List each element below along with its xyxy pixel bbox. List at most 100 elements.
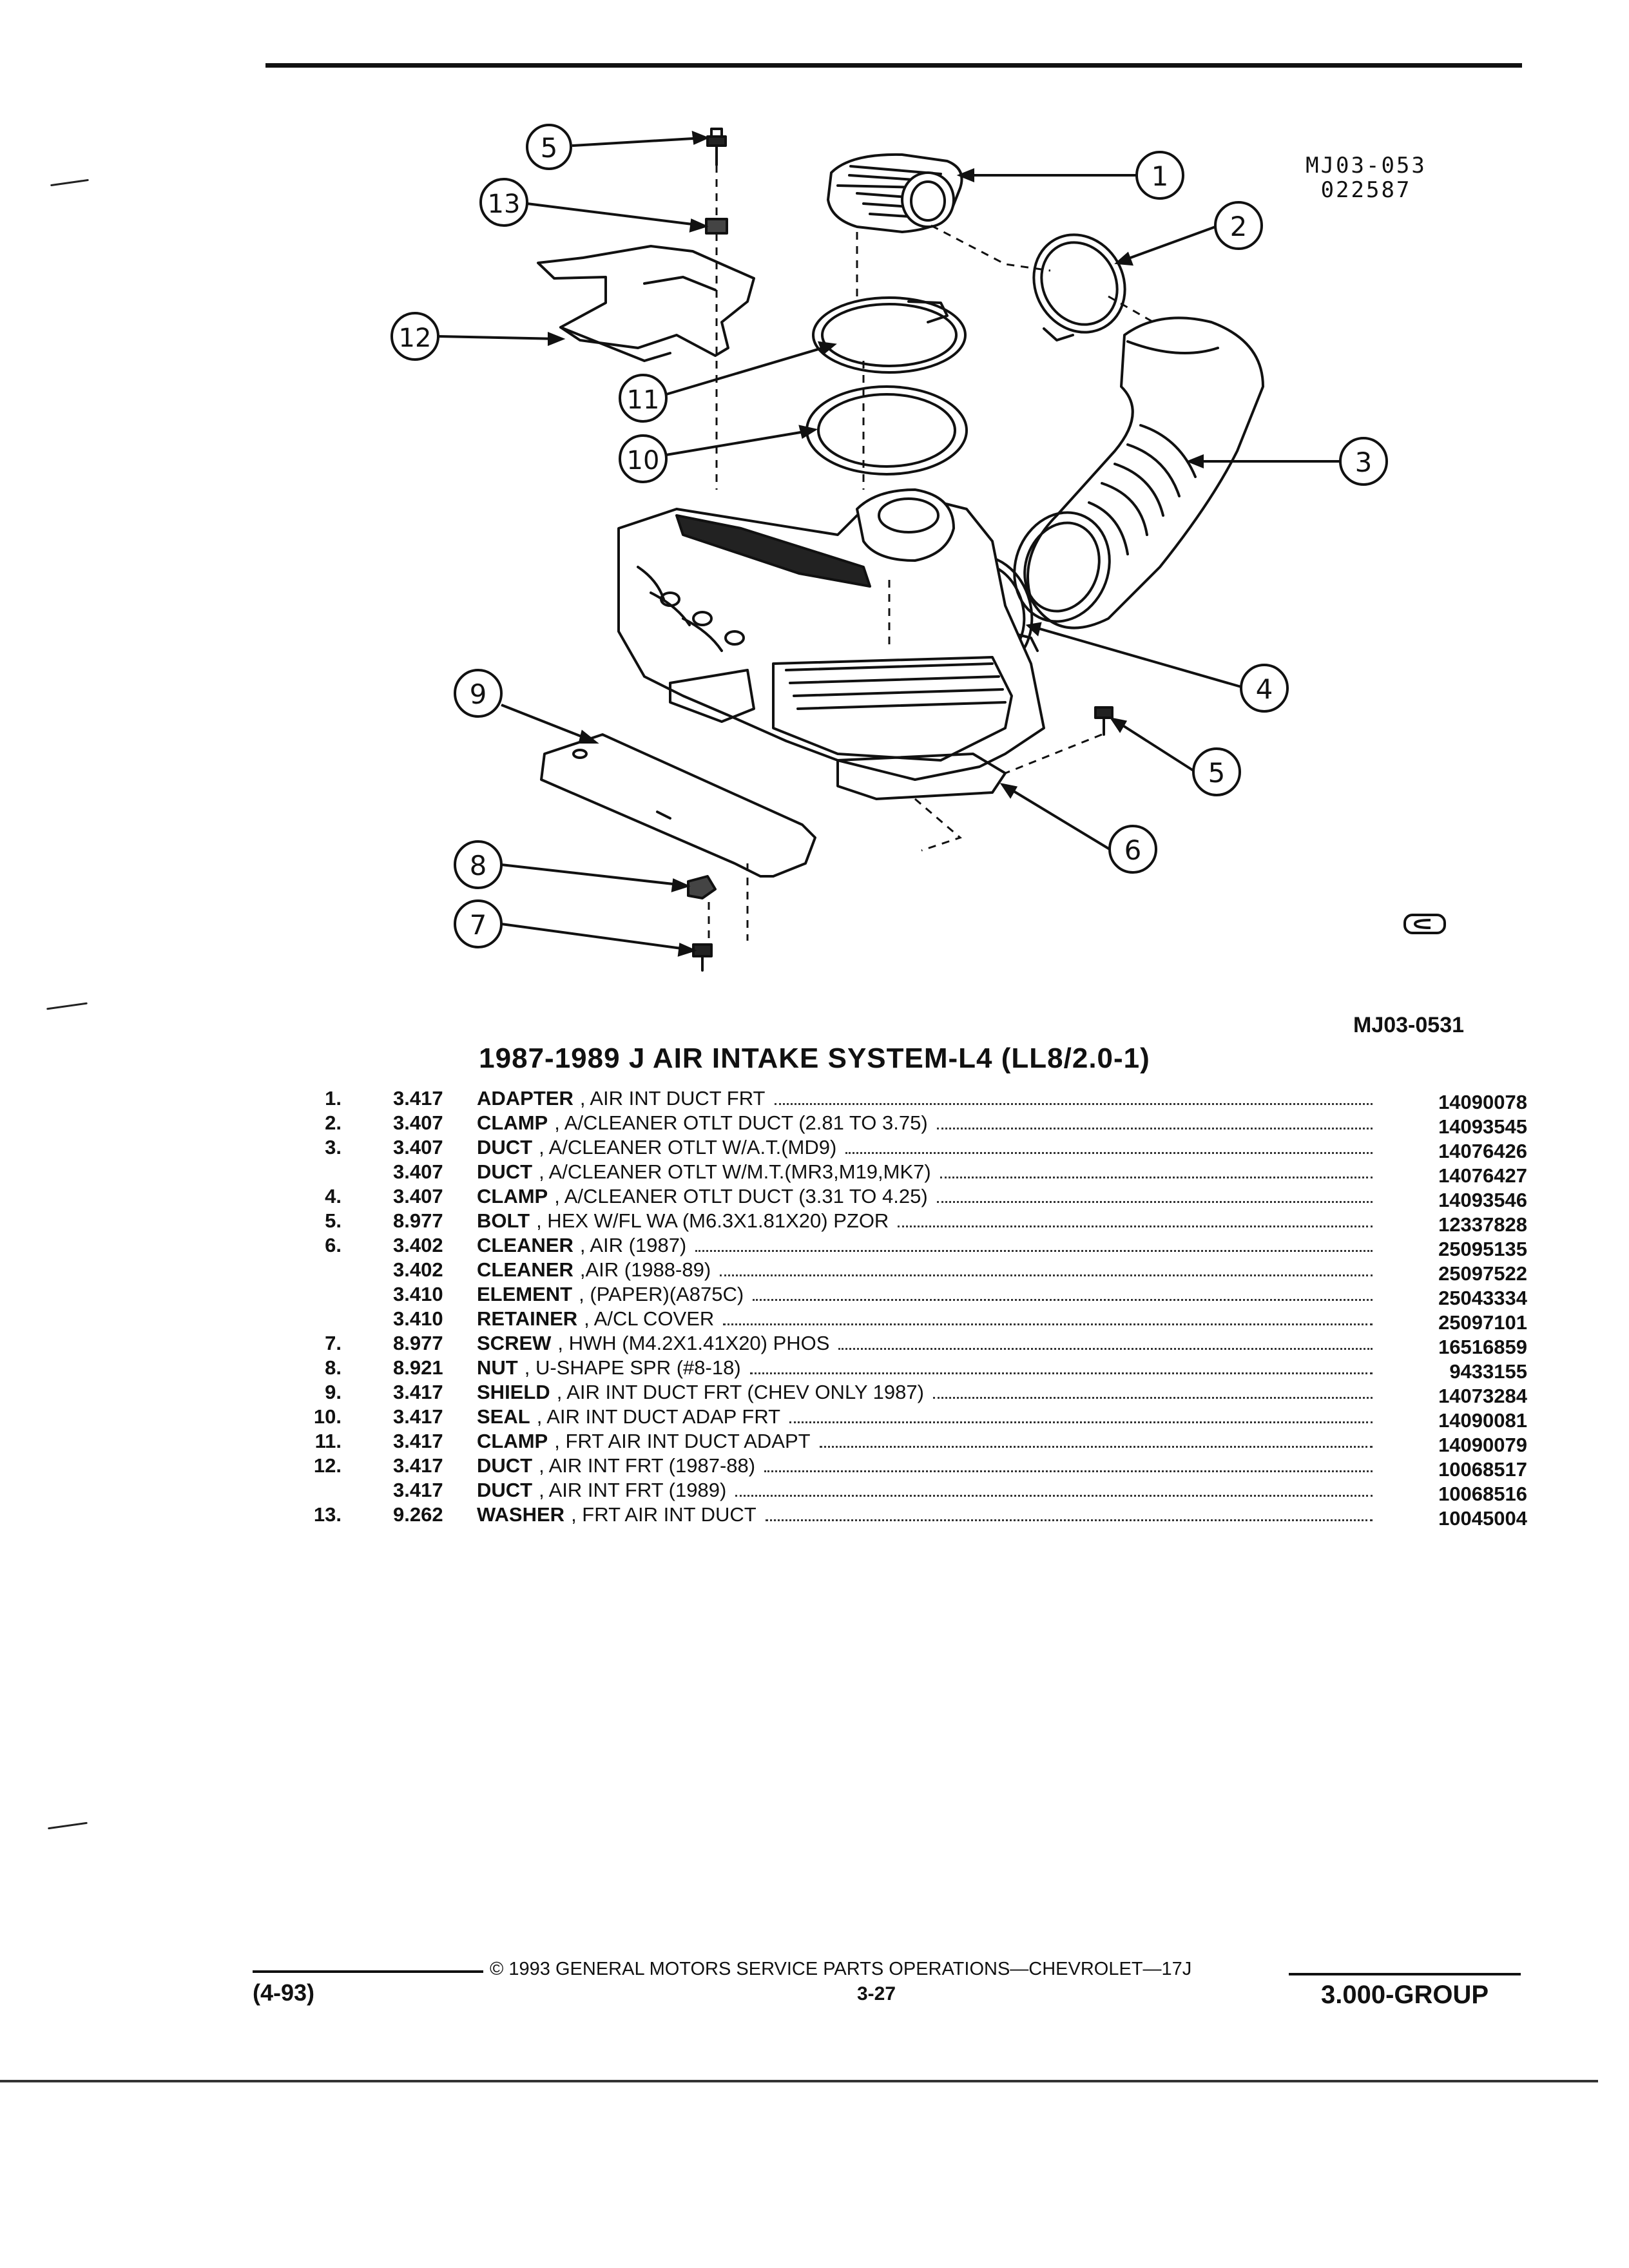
- part-detail: , (PAPER)(A875C): [579, 1283, 744, 1305]
- leader-dots: [749, 1356, 1373, 1374]
- part-number: 14076426: [1438, 1140, 1527, 1162]
- part-description: DUCT, AIR INT FRT (1989): [477, 1478, 1379, 1503]
- group-number: 3.410: [393, 1283, 443, 1305]
- part-number: 14073284: [1438, 1385, 1527, 1407]
- punch-mark-bottom: [48, 1821, 88, 1830]
- part-noun: CLEANER: [477, 1258, 574, 1281]
- callout-numbers: 5 13 12 11 10 1 2 3 4 5 6 9 8 7: [390, 124, 1388, 948]
- svg-text:5: 5: [541, 132, 558, 164]
- leader-dots: [838, 1331, 1373, 1350]
- part-noun: CLEANER: [477, 1234, 574, 1256]
- flex-duct-part: [1013, 316, 1264, 629]
- washer-part: [705, 218, 728, 235]
- group-number: 3.407: [393, 1136, 443, 1158]
- callout-4: 4: [1240, 664, 1289, 713]
- item-number: 11.: [314, 1430, 342, 1452]
- part-detail: , AIR INT DUCT FRT (CHEV ONLY 1987): [556, 1381, 924, 1403]
- svg-text:13: 13: [488, 189, 521, 219]
- part-noun: DUCT: [477, 1136, 533, 1158]
- group-number: 9.262: [393, 1503, 443, 1526]
- part-noun: CLAMP: [477, 1185, 548, 1207]
- item-number: 12.: [313, 1454, 342, 1477]
- svg-text:4: 4: [1256, 673, 1273, 705]
- part-detail: , A/CL COVER: [584, 1307, 715, 1330]
- clamp-ring-part-11: [812, 296, 967, 374]
- part-detail: , HWH (M4.2X1.41X20) PHOS: [557, 1332, 830, 1354]
- part-number: 14090081: [1438, 1409, 1527, 1432]
- callout-5-right: 5: [1192, 747, 1241, 796]
- item-number: 7.: [325, 1332, 342, 1354]
- part-description: BOLT, HEX W/FL WA (M6.3X1.81X20) PZOR: [477, 1209, 1379, 1233]
- seal-part: [805, 385, 968, 476]
- callout-3: 3: [1339, 437, 1388, 486]
- group-number: 8.977: [393, 1209, 443, 1232]
- part-noun: WASHER: [477, 1503, 565, 1526]
- part-detail: , A/CLEANER OTLT W/M.T.(MR3,M19,MK7): [539, 1160, 931, 1183]
- part-noun: DUCT: [477, 1479, 533, 1501]
- part-number: 25097522: [1438, 1262, 1527, 1285]
- part-description: SCREW, HWH (M4.2X1.41X20) PHOS: [477, 1331, 1379, 1356]
- group-label: 3.000-GROUP: [1321, 1981, 1489, 2009]
- part-description: NUT, U-SHAPE SPR (#8-18): [477, 1356, 1379, 1380]
- part-detail: , FRT AIR INT DUCT ADAPT: [554, 1430, 811, 1452]
- part-noun: CLAMP: [477, 1111, 548, 1134]
- leader-dots: [695, 1233, 1373, 1252]
- part-description: ELEMENT, (PAPER)(A875C): [477, 1282, 1379, 1307]
- part-description: DUCT, AIR INT FRT (1987-88): [477, 1454, 1379, 1478]
- part-description: ADAPTER, AIR INT DUCT FRT: [477, 1086, 1379, 1111]
- svg-text:6: 6: [1124, 834, 1142, 866]
- part-detail: , A/CLEANER OTLT DUCT (3.31 TO 4.25): [554, 1185, 928, 1207]
- part-noun: RETAINER: [477, 1307, 578, 1330]
- callout-10: 10: [619, 434, 668, 483]
- group-number: 8.921: [393, 1356, 443, 1379]
- svg-text:11: 11: [627, 385, 660, 415]
- screw-part: [692, 943, 713, 972]
- callout-1: 1: [1135, 151, 1184, 200]
- item-number: 6.: [325, 1234, 342, 1256]
- callout-5-top: 5: [526, 124, 572, 170]
- group-number: 3.417: [393, 1479, 443, 1501]
- part-number: 14090078: [1438, 1091, 1527, 1113]
- leader-dots: [723, 1307, 1373, 1325]
- group-number: 8.977: [393, 1332, 443, 1354]
- part-detail: , AIR INT DUCT ADAP FRT: [536, 1405, 781, 1428]
- reference-code-line-1: MJ03-053: [1306, 153, 1427, 178]
- figure-id: MJ03-0531: [1353, 1013, 1465, 1037]
- part-noun: NUT: [477, 1356, 518, 1379]
- shield-part: [540, 733, 816, 878]
- item-number: 1.: [325, 1087, 342, 1110]
- group-number: 3.407: [393, 1160, 443, 1183]
- leader-dots: [735, 1478, 1373, 1497]
- part-detail: , HEX W/FL WA (M6.3X1.81X20) PZOR: [536, 1209, 889, 1232]
- nut-part: [687, 875, 717, 899]
- group-number: 3.407: [393, 1185, 443, 1207]
- group-number: 3.410: [393, 1307, 443, 1330]
- part-description: SEAL, AIR INT DUCT ADAP FRT: [477, 1405, 1379, 1429]
- parts-row: 3.407 DUCT , A/CLEANER OTLT W/M.T.(MR3,M19…: [284, 1160, 1527, 1187]
- svg-text:3: 3: [1355, 447, 1373, 478]
- bolt-part-top: [706, 128, 727, 166]
- part-description: DUCT, A/CLEANER OTLT W/A.T.(MD9): [477, 1135, 1379, 1160]
- callout-6: 6: [1108, 825, 1157, 874]
- part-noun: SHIELD: [477, 1381, 550, 1403]
- leader-dots: [765, 1503, 1373, 1521]
- leader-dots: [819, 1429, 1373, 1448]
- duct-bracket-part: [537, 245, 755, 357]
- part-noun: DUCT: [477, 1160, 533, 1183]
- part-number: 9433155: [1449, 1360, 1527, 1383]
- group-number: 3.417: [393, 1381, 443, 1403]
- part-number: 10068517: [1438, 1458, 1527, 1481]
- group-number: 3.407: [393, 1111, 443, 1134]
- item-number: 3.: [325, 1136, 342, 1158]
- svg-text:10: 10: [627, 446, 660, 476]
- header-rule: [265, 63, 1522, 68]
- bolt-part-right: [1094, 706, 1113, 736]
- leader-dots: [774, 1086, 1373, 1105]
- part-description: CLAMP , A/CLEANER OTLT DUCT (3.31 TO 4.25…: [477, 1184, 1379, 1209]
